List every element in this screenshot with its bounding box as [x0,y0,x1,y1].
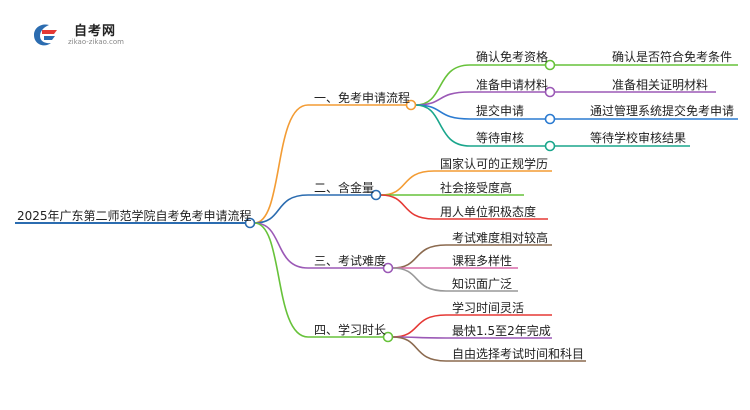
branch-connector [254,104,407,224]
subtopic-label[interactable]: 社会接受度高 [440,181,513,195]
branch-connector [254,194,372,224]
subtopic-connector [392,314,552,338]
subtopic-label[interactable]: 考试难度相对较高 [452,231,549,245]
site-logo[interactable]: 自考网 zikao-zikao.com [30,18,140,52]
subtopic-connector [415,91,546,106]
subtopic-connector [380,194,548,220]
subtopic-connector [415,64,546,106]
subtopic-node[interactable] [544,140,556,152]
branch-connector [254,222,384,338]
branch-node[interactable] [405,99,417,111]
subtopic-node[interactable] [544,113,556,125]
subtopic-label[interactable]: 课程多样性 [452,254,513,268]
subtopic-label[interactable]: 最快1.5至2年完成 [452,324,551,338]
detail-label[interactable]: 等待学校审核结果 [590,131,687,145]
detail-label[interactable]: 通过管理系统提交免考申请 [590,104,735,118]
subtopic-label[interactable]: 等待审核 [476,131,525,145]
root-label[interactable]: 2025年广东第二师范学院自考免考申请流程 [17,209,252,223]
subtopic-label[interactable]: 知识面广泛 [452,277,513,291]
detail-label[interactable]: 准备相关证明材料 [612,78,709,92]
subtopic-label[interactable]: 准备申请材料 [476,78,549,92]
branch-label[interactable]: 二、含金量 [314,181,375,195]
branch-node[interactable] [370,189,382,201]
branch-node[interactable] [382,262,394,274]
subtopic-connector [415,104,546,120]
subtopic-label[interactable]: 学习时间灵活 [452,301,525,315]
subtopic-connector [392,336,586,362]
root-node[interactable] [244,217,256,229]
detail-label[interactable]: 确认是否符合免考条件 [612,50,733,64]
subtopic-label[interactable]: 自由选择考试时间和科目 [452,347,585,361]
branch-label[interactable]: 三、考试难度 [314,254,387,268]
subtopic-label[interactable]: 国家认可的正规学历 [440,157,549,171]
subtopic-connector [380,170,552,196]
branch-label[interactable]: 一、免考申请流程 [314,91,411,105]
logo-title: 自考网 [74,24,117,39]
logo-subtitle: zikao-zikao.com [68,38,124,46]
branch-connector [254,222,384,269]
subtopic-connector [415,104,546,147]
branch-label[interactable]: 四、学习时长 [314,323,387,337]
subtopic-connector [392,244,552,269]
logo-icon [34,24,57,46]
subtopic-label[interactable]: 提交申请 [476,104,525,118]
subtopic-label[interactable]: 确认免考资格 [476,50,549,64]
subtopic-label[interactable]: 用人单位积极态度 [440,205,537,219]
branch-node[interactable] [382,331,394,343]
subtopic-connector [392,267,518,292]
